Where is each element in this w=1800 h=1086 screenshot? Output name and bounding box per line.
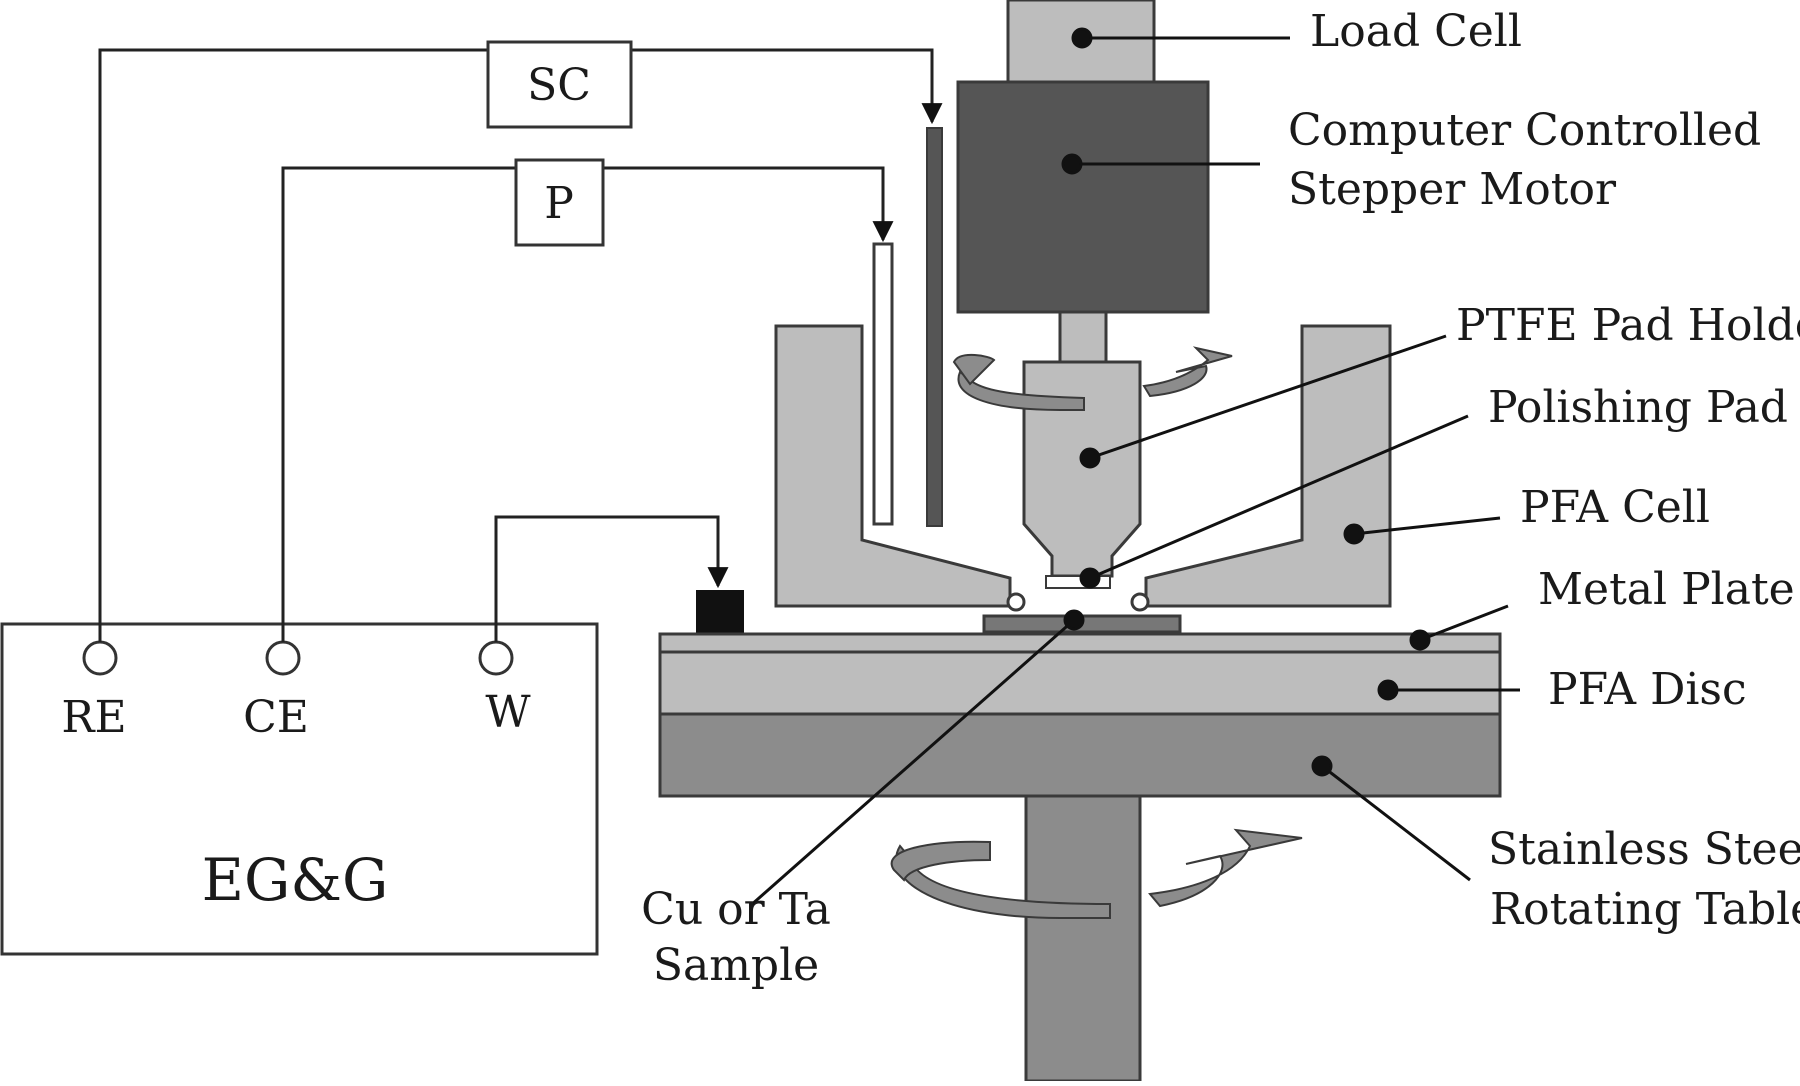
pfa-disc: [658, 650, 1502, 716]
terminal-w-label: W: [485, 687, 531, 738]
label-stepper-line1: Computer Controlled: [1288, 105, 1761, 156]
sc-label: SC: [527, 60, 591, 111]
seal-ring-left: [1006, 592, 1026, 612]
terminal-re: RE: [61, 640, 127, 743]
metal-plate: [658, 632, 1502, 654]
counter-electrode: [872, 242, 894, 526]
sc-box: SC: [486, 40, 633, 129]
rotating-table: [658, 712, 1502, 798]
label-pad-holder: PTFE Pad Holder: [1456, 300, 1800, 351]
label-sample-line1: Cu or Ta: [641, 884, 831, 935]
instrument-name: EG&G: [202, 846, 389, 914]
label-metal-plate: Metal Plate: [1538, 564, 1795, 615]
ptfe-pad-holder: [1022, 360, 1142, 578]
terminal-w: W: [478, 640, 531, 738]
label-load-cell: Load Cell: [1310, 6, 1522, 57]
label-stepper-line2: Stepper Motor: [1288, 164, 1617, 215]
seal-ring-right: [1130, 592, 1150, 612]
p-box: P: [514, 158, 605, 247]
table-shaft: [1024, 794, 1142, 1083]
label-pfa-disc: PFA Disc: [1548, 664, 1747, 715]
label-pfa-cell: PFA Cell: [1520, 482, 1710, 533]
sample-contact-block: [696, 590, 744, 634]
label-sample-line2: Sample: [653, 940, 819, 991]
reference-electrode: [926, 127, 943, 527]
label-table-line2: Rotating Table: [1490, 884, 1800, 935]
rotation-arrow-icon: [952, 346, 1233, 411]
stepper-motor: [956, 80, 1210, 314]
terminal-ce-label: CE: [243, 692, 309, 743]
label-table-line1: Stainless Steel: [1488, 824, 1800, 875]
label-polishing-pad: Polishing Pad: [1488, 382, 1788, 433]
leader-lines: [749, 27, 1520, 908]
wire-w: [494, 515, 729, 642]
terminal-re-label: RE: [61, 692, 126, 743]
motor-shaft: [1058, 310, 1108, 364]
rotation-arrow-icon: [890, 828, 1303, 919]
egg-instrument: EG&G: [0, 622, 599, 956]
p-label: P: [544, 178, 574, 229]
